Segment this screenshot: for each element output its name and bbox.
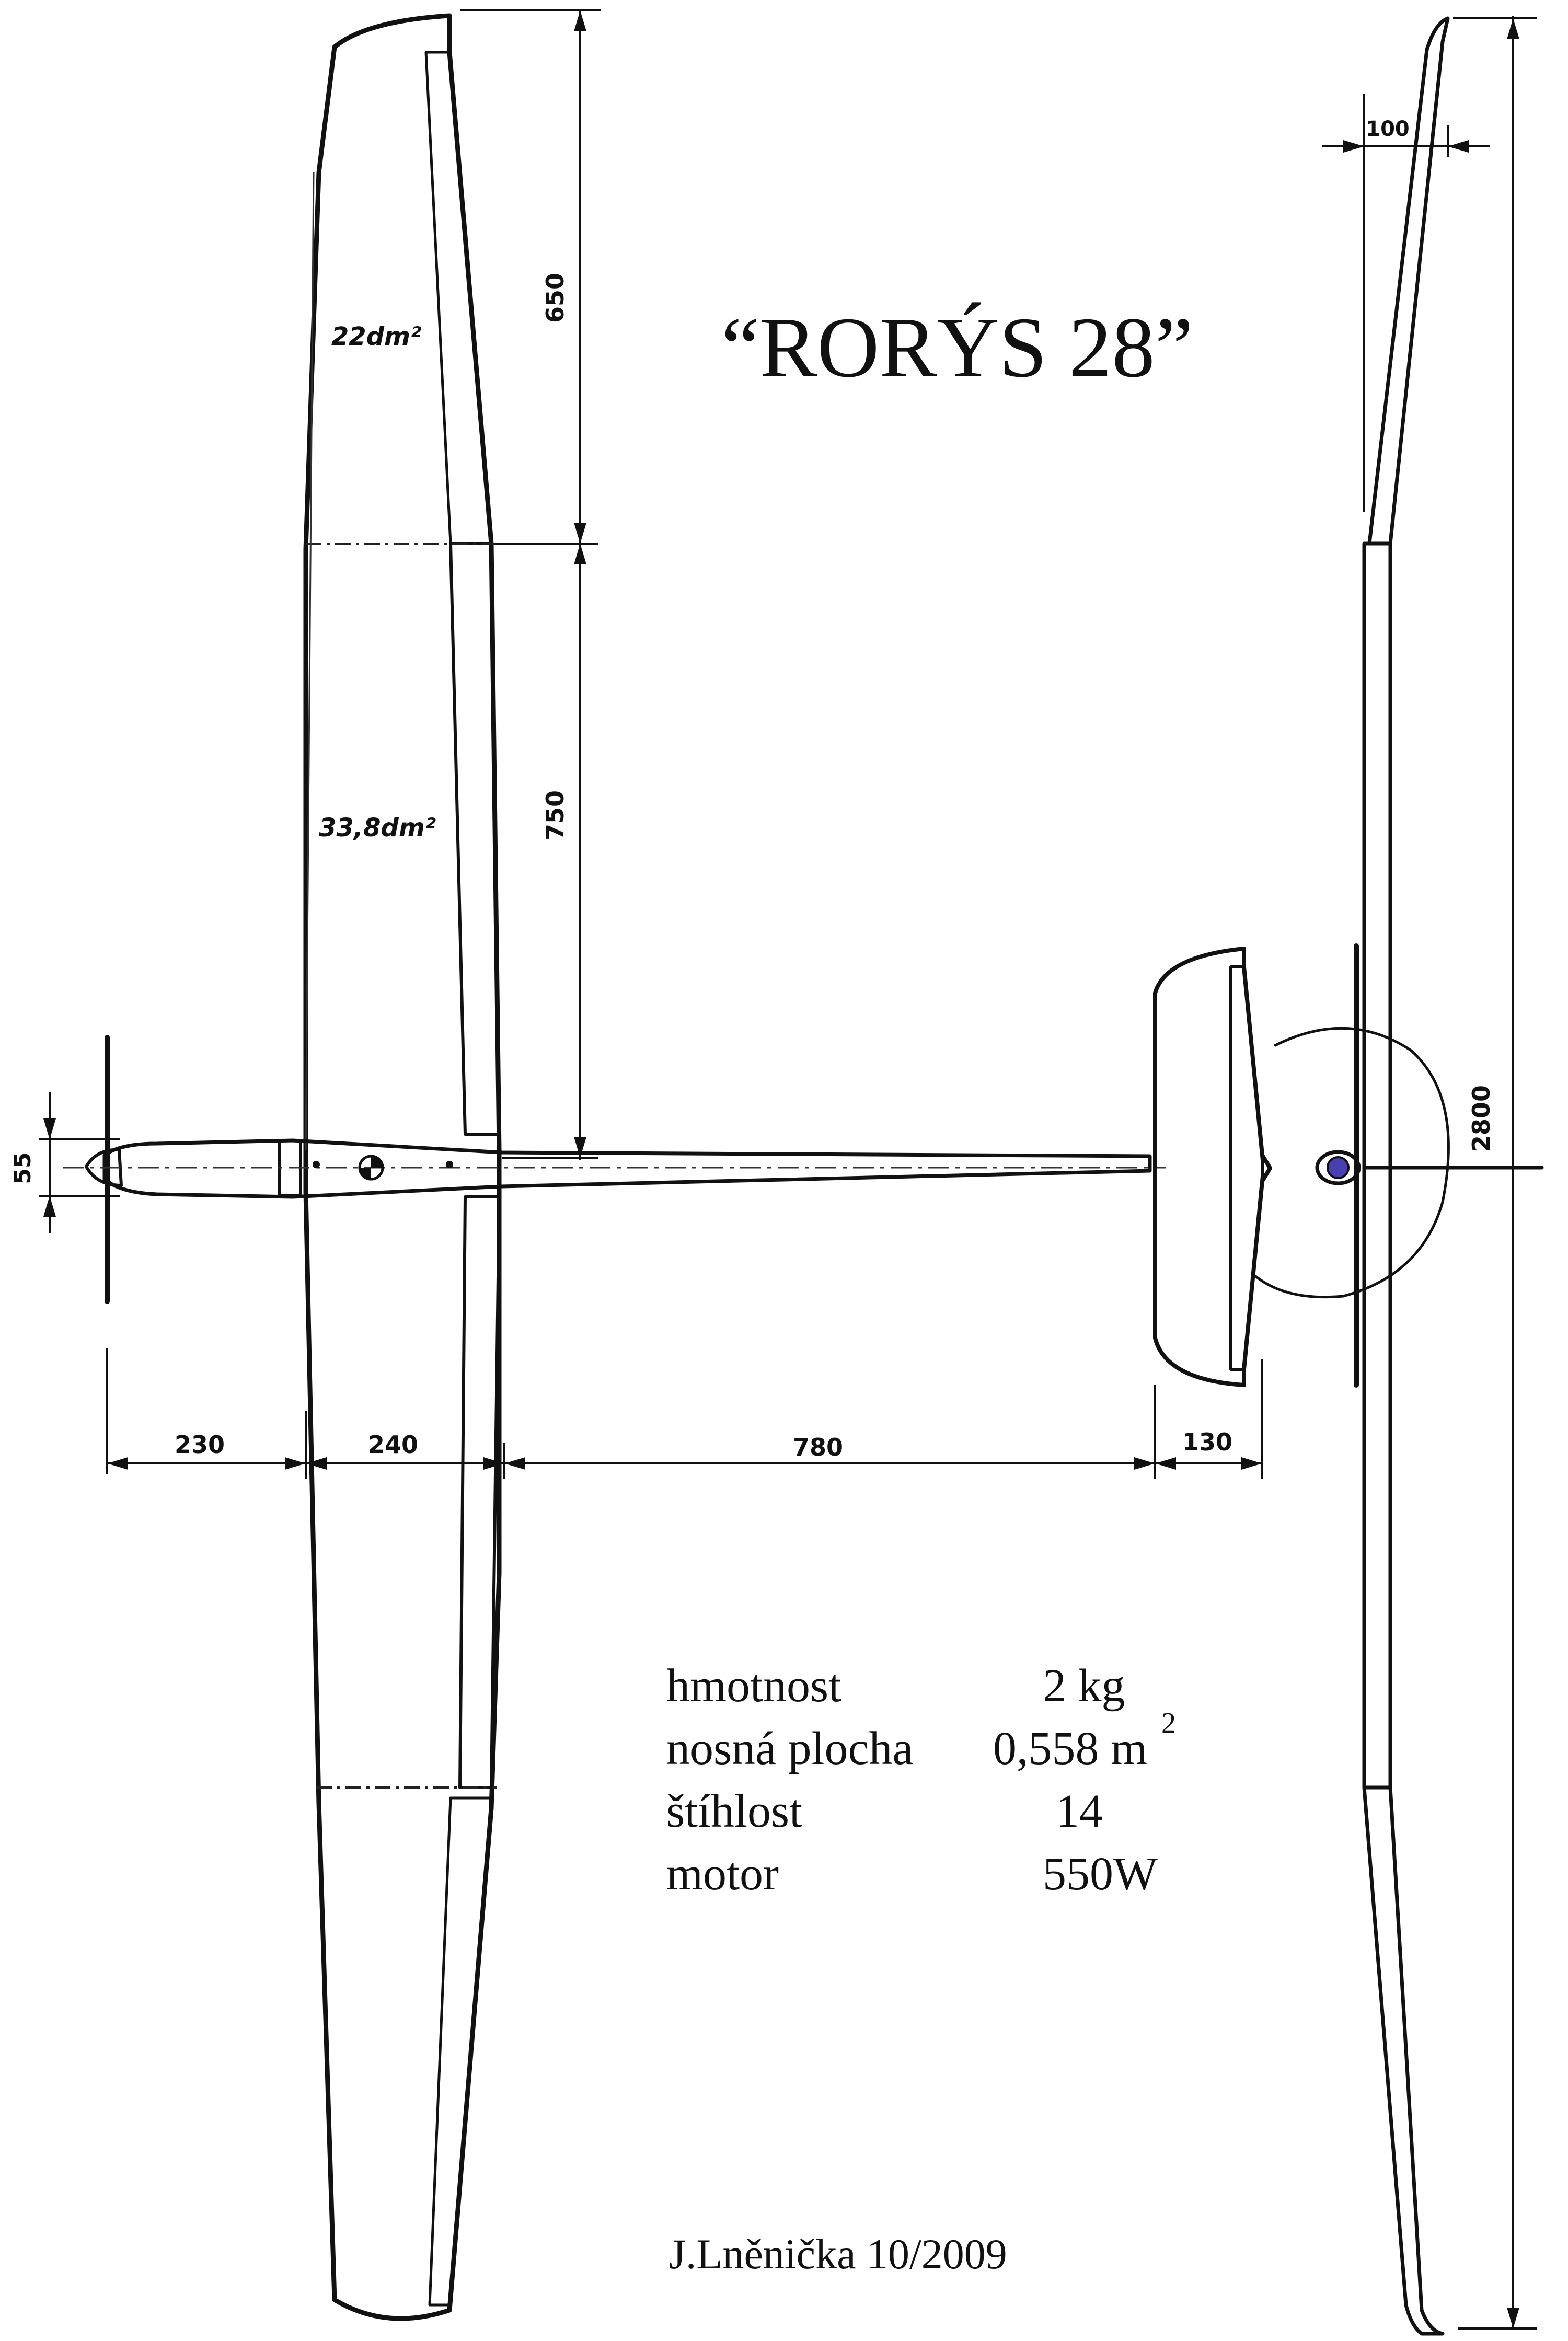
spec-superscript: 2 <box>1161 1707 1176 1739</box>
dim-tail-arm: 780 <box>793 1433 843 1461</box>
fuselage-cross-section <box>1315 1150 1361 1185</box>
front-view <box>1253 16 1544 2336</box>
wing-front-view-lower <box>1362 1785 1445 2336</box>
area-label-outer: 22dm² <box>331 322 421 351</box>
spec-label: štíhlost <box>666 1785 802 1837</box>
dowel-dot-1 <box>313 1161 320 1168</box>
propeller-arc <box>1253 1027 1450 1299</box>
spec-value: 0,558 m <box>993 1723 1147 1774</box>
cg-marker-fill <box>360 1156 383 1179</box>
leading-edge-line <box>305 172 315 1150</box>
fuselage-body <box>102 1138 1152 1199</box>
spec-value: 2 kg <box>1043 1660 1125 1712</box>
dim-stab-chord: 130 <box>1182 1428 1232 1456</box>
dim-root-chord: 240 <box>368 1431 418 1459</box>
spec-table: hmotnost 2 kg nosná plocha 0,558 m 2 ští… <box>666 1660 1176 1900</box>
spec-label: nosná plocha <box>666 1723 913 1774</box>
area-label-inner: 33,8dm² <box>319 813 436 843</box>
spinner-front <box>1327 1156 1350 1179</box>
wing-front-view-upper <box>1367 16 1450 546</box>
flap-lower <box>458 1195 501 1789</box>
dimension-arrows <box>43 10 1519 2328</box>
tailplane-top-view <box>1153 947 1272 1387</box>
dim-nose: 230 <box>175 1431 225 1459</box>
drawing-title: “RORÝS 28” <box>721 299 1193 395</box>
spinner <box>85 1148 123 1187</box>
wing-front-view-main <box>1362 541 1392 1790</box>
flap-upper <box>449 542 501 1136</box>
spec-value: 14 <box>1056 1785 1103 1837</box>
author-signature: J.Lněnička 10/2009 <box>669 2230 1007 2278</box>
aileron-strip-lower <box>428 1796 493 2307</box>
dowel-dot-2 <box>446 1161 453 1168</box>
aileron-strip-upper <box>424 51 493 545</box>
spec-label: hmotnost <box>666 1660 841 1712</box>
stabilizer-outline <box>1153 947 1272 1387</box>
spec-label: motor <box>666 1848 779 1900</box>
dim-total-span: 2800 <box>1467 1085 1495 1152</box>
dim-outer-span: 650 <box>541 273 569 323</box>
dim-fuselage-height: 55 <box>9 1152 36 1184</box>
dim-inner-span: 750 <box>541 790 569 840</box>
elevator <box>1229 965 1264 1371</box>
dim-tip-offset: 100 <box>1366 117 1410 141</box>
fuselage-top-view <box>63 1035 1166 1304</box>
wing-outline <box>303 13 502 2321</box>
spec-value: 550W <box>1043 1848 1158 1900</box>
